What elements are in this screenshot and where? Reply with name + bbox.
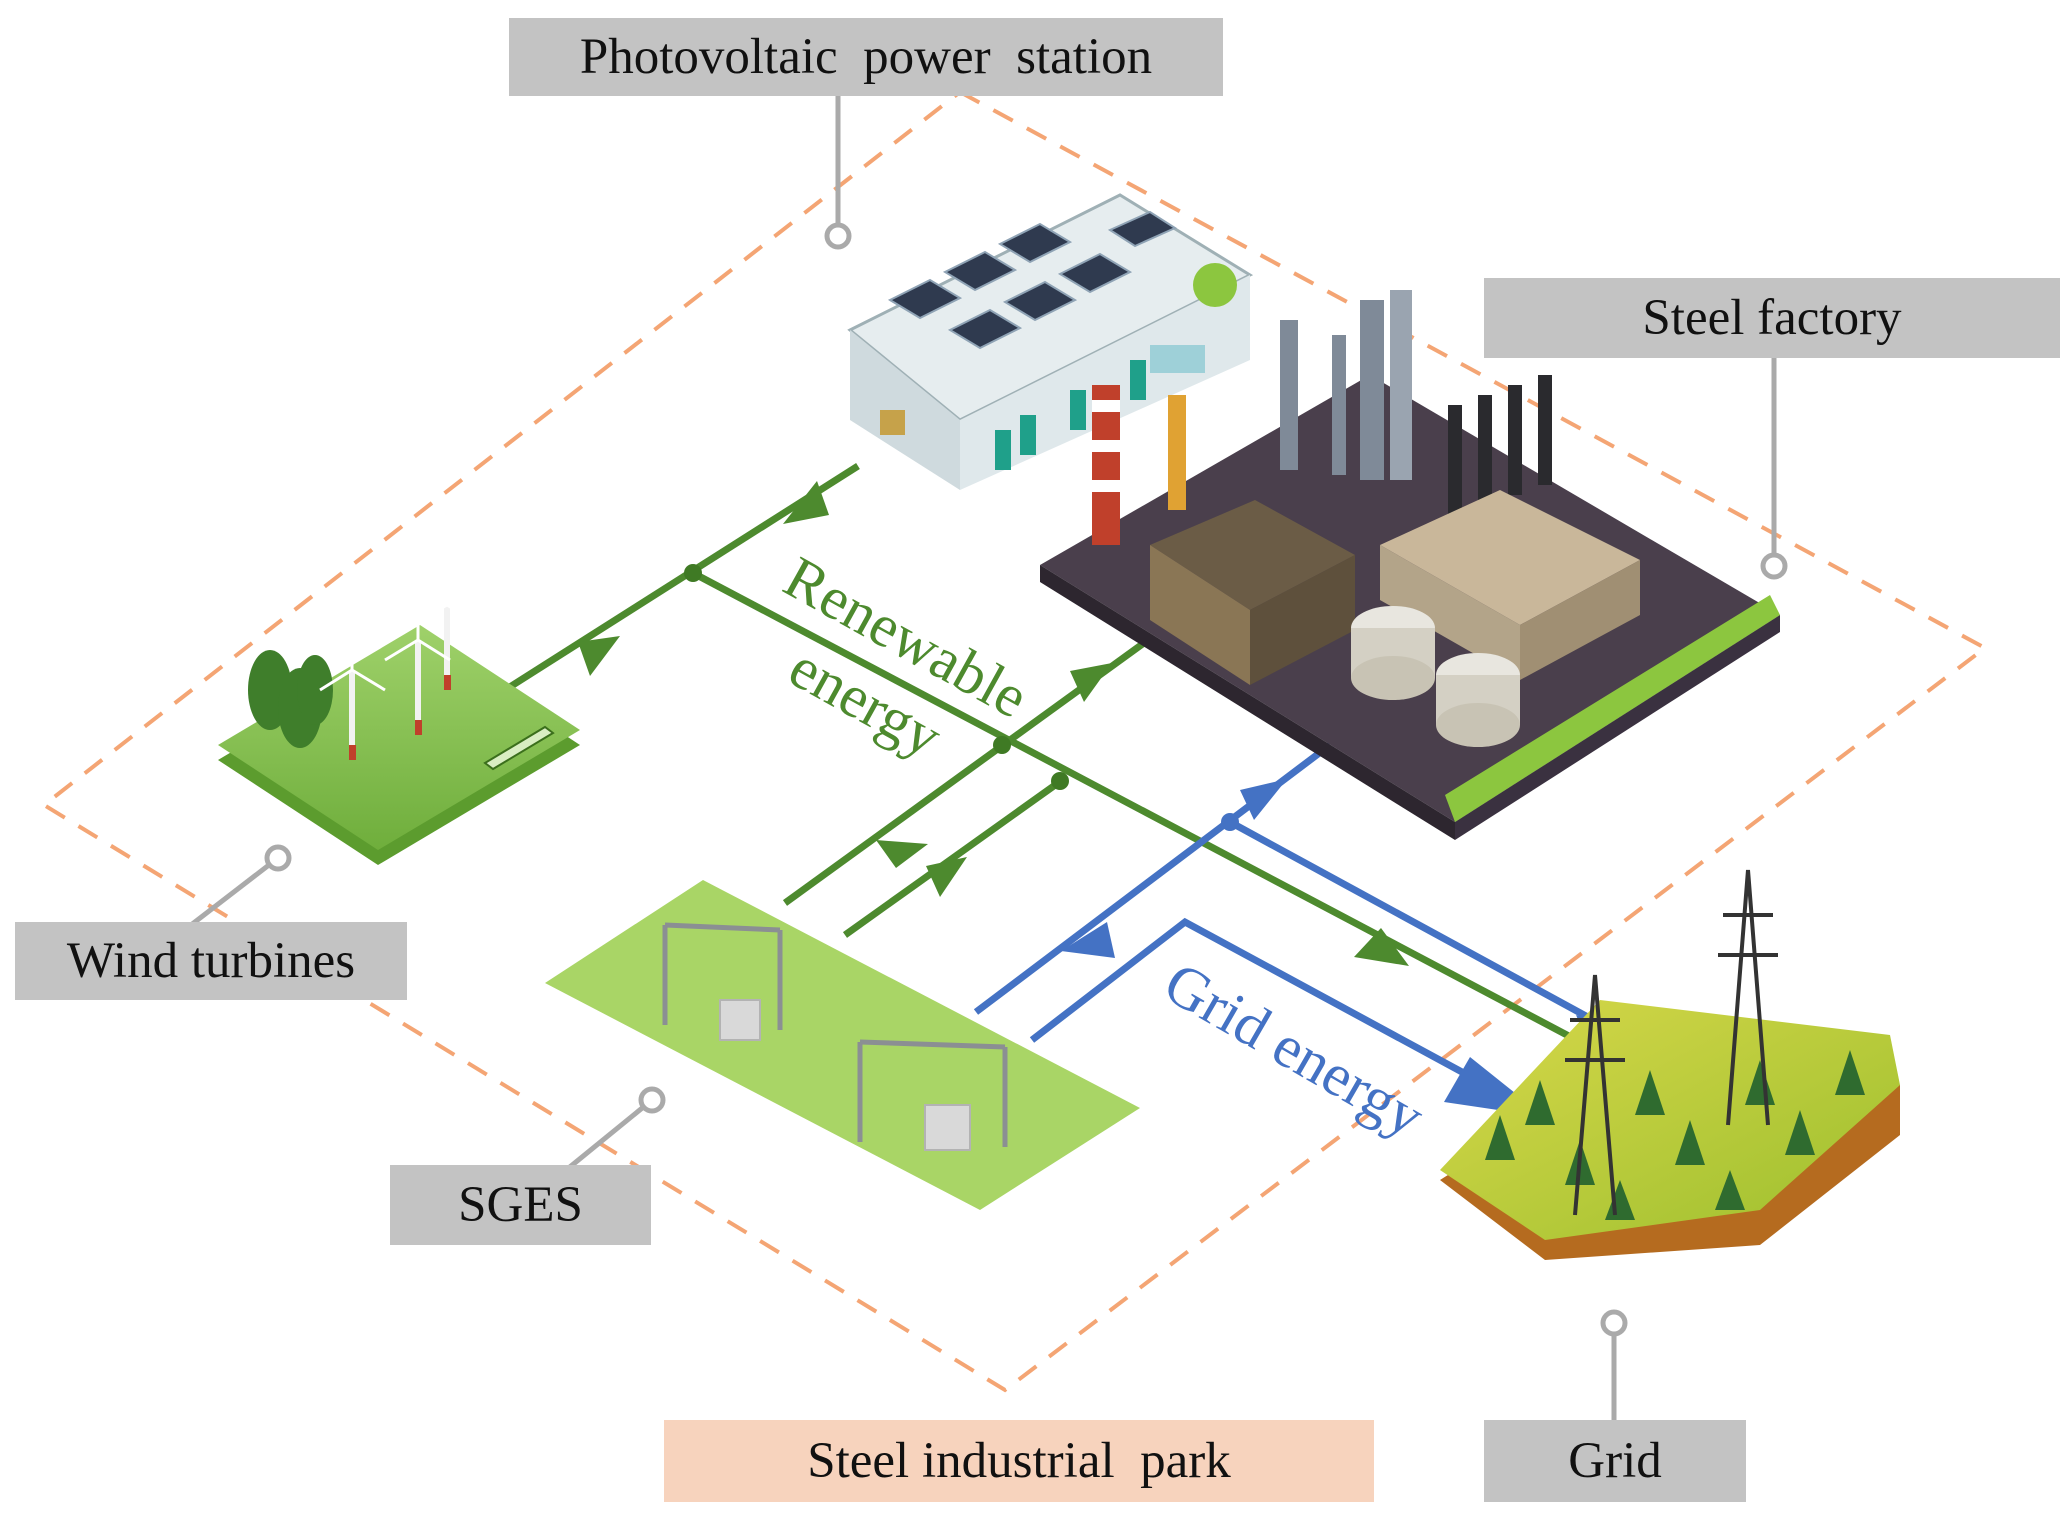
arrow-to-factory — [1070, 663, 1112, 702]
sges-label: SGES — [390, 1165, 651, 1245]
arrow-node-to-sges-blue — [1061, 922, 1115, 958]
arrow-pv-to-node — [783, 481, 829, 524]
renewable-junctions — [684, 564, 1069, 790]
leader-dots — [264, 222, 1788, 1337]
arrow-node-to-sges — [876, 840, 928, 868]
steel-industrial-park-label: Steel industrial park — [664, 1420, 1374, 1502]
grid-junction — [1221, 813, 1239, 831]
grid-illustration — [1440, 869, 1900, 1260]
photovoltaic-station-illustration — [847, 193, 1254, 490]
steel-factory-illustration — [1040, 290, 1780, 840]
grid-label: Grid — [1484, 1420, 1746, 1502]
sges-illustration — [545, 880, 1140, 1210]
arrow-grid-to-factory — [1240, 779, 1287, 820]
renewable-energy-arrows — [578, 481, 1409, 966]
arrow-wind-to-node — [578, 636, 620, 676]
arrow-to-grid-green — [1354, 928, 1409, 966]
steel-factory-label: Steel factory — [1484, 278, 2060, 358]
photovoltaic-station-label: Photovoltaic power station — [509, 18, 1223, 96]
arrow-sges-to-node — [926, 857, 967, 897]
wind-turbines-label: Wind turbines — [15, 922, 407, 1000]
steel-park-boundary — [40, 89, 1989, 1393]
wind-turbines-illustration — [218, 570, 580, 865]
